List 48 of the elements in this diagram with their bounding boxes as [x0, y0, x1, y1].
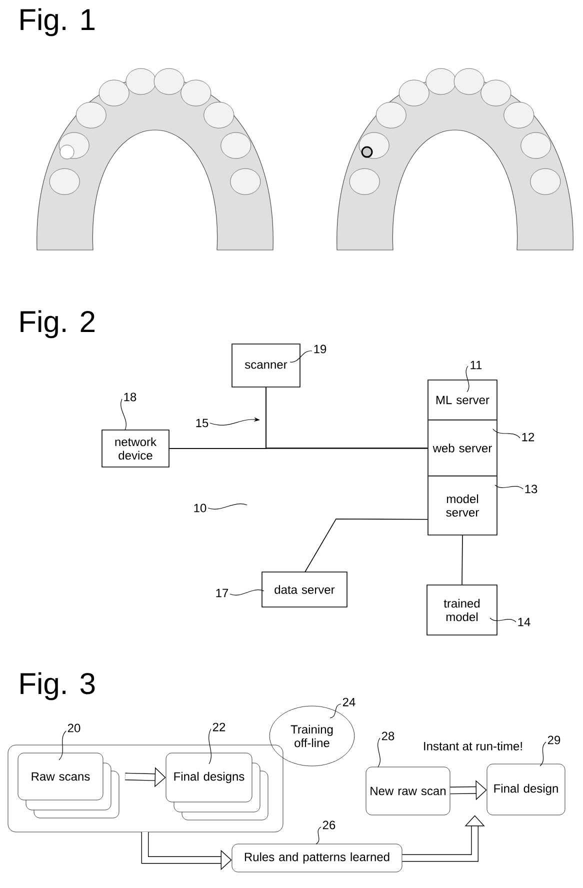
reference-numeral: 13: [525, 484, 538, 494]
leader-line: [120, 398, 126, 430]
process-box: web server: [428, 420, 498, 476]
stacked-cards: Raw scans: [18, 752, 120, 818]
process-box: New raw scan: [366, 766, 450, 816]
leader-line: [316, 826, 322, 844]
reference-numeral: 17: [216, 588, 228, 598]
process-box: data server: [262, 572, 348, 608]
reference-numeral: 22: [212, 722, 226, 732]
leader-line: [330, 704, 342, 718]
process-box: trained model: [426, 584, 498, 636]
connector-line: [266, 387, 428, 448]
reference-numeral: 28: [382, 732, 394, 740]
reference-numeral: 19: [314, 344, 326, 354]
leader-line: [208, 504, 248, 510]
process-box: ML server: [428, 380, 498, 420]
connector-line: [304, 518, 428, 572]
leader-line: [492, 428, 520, 438]
figure-label: Fig. 1: [20, 8, 95, 36]
leader-line: [208, 728, 212, 764]
reference-numeral: 14: [518, 618, 530, 626]
reference-numeral: 15: [196, 418, 208, 428]
reference-numeral: 10: [194, 504, 206, 512]
leader-line: [230, 590, 264, 596]
leader-line: [378, 738, 380, 768]
figure-label: Fig. 3: [20, 672, 95, 700]
reference-numeral: 18: [124, 392, 136, 402]
reference-numeral: 26: [322, 820, 336, 830]
process-box: scanner: [232, 344, 300, 388]
group-box: [8, 744, 284, 832]
leader-line: [290, 350, 312, 362]
reference-numeral: 11: [470, 360, 482, 370]
connector-line: [462, 535, 463, 585]
leader-line: [494, 484, 524, 490]
leader-line: [540, 742, 546, 766]
process-box: network device: [102, 430, 170, 468]
reference-numeral: 24: [342, 698, 356, 706]
reference-numeral: 29: [548, 736, 560, 744]
note-text: Instant at run-time!: [424, 742, 522, 750]
figure-label: Fig. 2: [20, 310, 94, 338]
process-box: Final design: [486, 764, 566, 816]
leader-line: [490, 618, 516, 622]
stacked-cards: Final designs: [166, 752, 268, 820]
reference-numeral: 12: [522, 432, 534, 442]
leader-line: [466, 366, 470, 392]
reference-numeral: 20: [68, 724, 80, 732]
process-box: model server: [428, 476, 498, 536]
leader-line: [58, 730, 66, 760]
